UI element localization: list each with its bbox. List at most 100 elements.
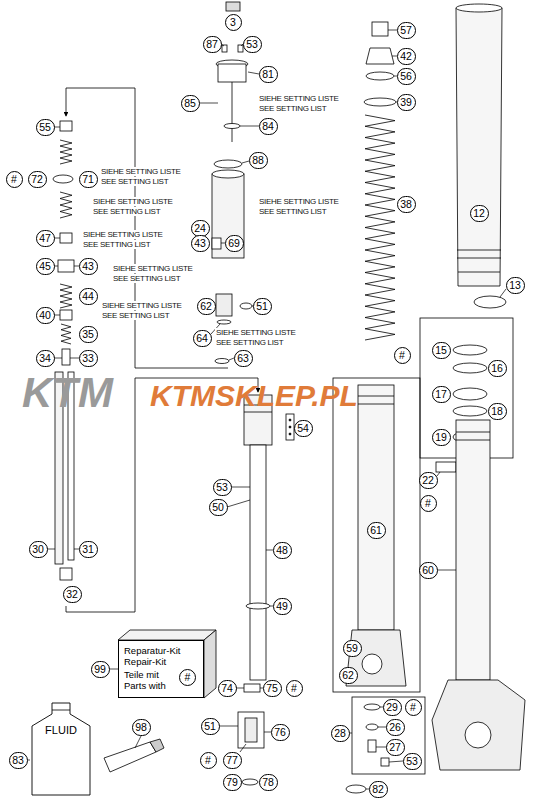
callout-text: 87 (206, 39, 218, 50)
kit-box-faces (118, 630, 216, 698)
callout-text: 98 (135, 722, 147, 733)
part-outline (436, 462, 456, 472)
callout-text: 29 (386, 702, 398, 713)
part-outline (456, 420, 490, 680)
part-outline (212, 170, 244, 178)
part-outline (286, 414, 294, 440)
setting-note: SEE SETTING LIST (101, 311, 170, 320)
callout-number: 87 (203, 36, 222, 53)
callout-text: 76 (274, 727, 286, 738)
fluid-bottle: FLUID (30, 702, 92, 797)
callout-number: 54 (294, 420, 313, 437)
coil-spring (365, 115, 395, 340)
callout-number: 47 (36, 230, 55, 247)
part-outline (240, 303, 252, 309)
part-outline (62, 349, 70, 365)
callout-text: 55 (39, 122, 51, 133)
callout-text: 35 (82, 329, 94, 340)
callout-text: 63 (237, 353, 249, 364)
part-outline (53, 175, 73, 183)
part-outline (457, 250, 501, 251)
callout-text: 51 (204, 721, 216, 732)
callout-number: 28 (331, 725, 350, 742)
callout-number: 57 (397, 22, 416, 39)
callout-text: 82 (372, 784, 384, 795)
part-outline (58, 260, 74, 272)
setting-note: SIEHE SETTING LISTE (258, 94, 340, 103)
callout-number: 55 (36, 119, 55, 136)
callout-number: # (200, 752, 217, 769)
callout-text: 38 (400, 199, 412, 210)
group-bracket (66, 88, 228, 368)
callout-text: 75 (266, 683, 278, 694)
callout-number: 38 (397, 196, 416, 213)
callout-text: 27 (389, 742, 401, 753)
part-outline (60, 233, 72, 243)
part-outline (60, 310, 72, 320)
part-outline (60, 568, 72, 580)
callout-number: 15 (432, 342, 451, 359)
callout-number: 50 (209, 499, 228, 516)
callout-number: 34 (36, 350, 55, 367)
coil-spring (60, 192, 72, 218)
part-outline (364, 98, 396, 106)
callout-number: 12 (470, 205, 489, 222)
watermark: KTM (22, 372, 113, 414)
setting-note: SIEHE SETTING LISTE (258, 197, 340, 206)
coil-spring (60, 284, 72, 308)
callout-number: 24 (191, 220, 210, 237)
callout-number: 69 (225, 235, 244, 252)
callout-text: 18 (491, 406, 503, 417)
callout-text: 12 (473, 208, 485, 219)
callout-number: 82 (369, 781, 388, 798)
callout-number: 53 (213, 479, 232, 496)
callout-text: 49 (276, 601, 288, 612)
callout-number: 13 (506, 277, 525, 294)
part-outline (366, 48, 394, 64)
part-outline (217, 320, 231, 324)
part-outline (212, 238, 221, 249)
callout-text: 88 (252, 155, 264, 166)
callout-number: 27 (386, 739, 405, 756)
part-outline (238, 712, 264, 748)
part-outline (368, 740, 376, 752)
setting-note: SIEHE SETTING LISTE (92, 197, 174, 206)
callout-text: 54 (297, 423, 309, 434)
callout-number: 3 (225, 14, 242, 31)
part-outline (364, 704, 380, 710)
callout-text: 60 (422, 565, 434, 576)
callout-text: 28 (334, 728, 346, 739)
callout-text: 50 (212, 502, 224, 513)
callout-number: 29 (383, 699, 402, 716)
callout-number: 30 (29, 541, 48, 558)
callout-number: 18 (488, 403, 507, 420)
part-outline (232, 82, 233, 142)
setting-note: SIEHE SETTING LISTE (112, 264, 194, 273)
callout-number: 39 (397, 94, 416, 111)
callout-number: 32 (63, 586, 82, 603)
part-outline (474, 296, 506, 308)
part-outline (250, 445, 266, 680)
callout-text: 43 (194, 238, 206, 249)
callout-number: 60 (419, 562, 438, 579)
callout-number: 85 (181, 95, 200, 112)
callout-text: 84 (262, 121, 274, 132)
callout-number: 62 (339, 667, 358, 684)
part-outline (246, 603, 270, 609)
callout-text: # (291, 683, 297, 694)
callout-number: 40 (36, 307, 55, 324)
callout-text: 40 (39, 310, 51, 321)
callout-text: 24 (194, 223, 206, 234)
callout-text: 72 (31, 174, 43, 185)
callout-text: 32 (66, 589, 78, 600)
callout-number: 33 (79, 350, 98, 367)
part-outline (362, 654, 382, 674)
part-outline (358, 404, 394, 405)
callout-text: 85 (184, 98, 196, 109)
callout-text: 78 (262, 777, 274, 788)
callout-number: 64 (193, 330, 212, 347)
part-outline (289, 419, 291, 421)
callout-number: 78 (259, 774, 278, 791)
part-outline (457, 258, 501, 259)
setting-note: SEE SETTING LIST (100, 177, 169, 186)
